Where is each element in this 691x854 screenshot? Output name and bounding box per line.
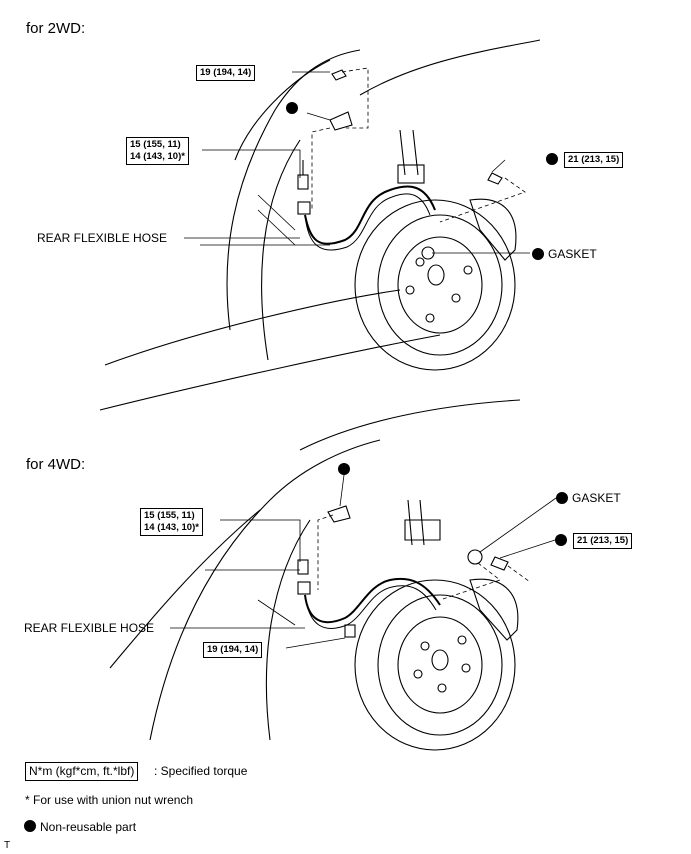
non-reusable-icon	[338, 463, 350, 475]
non-reusable-icon	[24, 820, 36, 832]
legend-torque-box: N*m (kgf*cm, ft.*lbf)	[25, 762, 139, 781]
rear-flexible-hose-label-4wd: REAR FLEXIBLE HOSE	[24, 621, 155, 635]
non-reusable-icon	[556, 492, 568, 504]
legend-nonreusable-text: Non-reusable part	[40, 820, 137, 834]
rear-flexible-hose-label-2wd: REAR FLEXIBLE HOSE	[37, 231, 168, 245]
torque-spec-union-nut-2wd: 15 (155, 11) 14 (143, 10)*	[126, 137, 189, 165]
section-title-4wd: for 4WD:	[26, 456, 86, 473]
legend-torque-text: : Specified torque	[154, 764, 248, 778]
non-reusable-icon	[286, 102, 298, 114]
torque-spec-union-nut-wrench: 14 (143, 10)*	[130, 151, 185, 162]
non-reusable-icon	[555, 534, 567, 546]
legend-footnote: * For use with union nut wrench	[25, 793, 194, 807]
torque-spec-union-nut-standard: 15 (155, 11)	[144, 510, 195, 521]
gasket-label-4wd: GASKET	[572, 491, 621, 505]
torque-spec-top-bolt-2wd: 19 (194, 14)	[196, 65, 256, 81]
torque-spec-bolt-4wd: 21 (213, 15)	[573, 533, 633, 549]
corner-mark: T	[4, 840, 11, 851]
torque-spec-bracket-bolt-4wd: 19 (194, 14)	[203, 642, 263, 658]
torque-spec-union-nut-standard: 15 (155, 11)	[130, 139, 181, 150]
torque-spec-bolt-2wd: 21 (213, 15)	[564, 152, 624, 168]
non-reusable-icon	[532, 248, 544, 260]
torque-spec-union-nut-4wd: 15 (155, 11) 14 (143, 10)*	[140, 508, 203, 536]
gasket-label-2wd: GASKET	[548, 247, 597, 261]
section-title-2wd: for 2WD:	[26, 20, 86, 37]
non-reusable-icon	[546, 153, 558, 165]
torque-spec-union-nut-wrench: 14 (143, 10)*	[144, 522, 199, 533]
